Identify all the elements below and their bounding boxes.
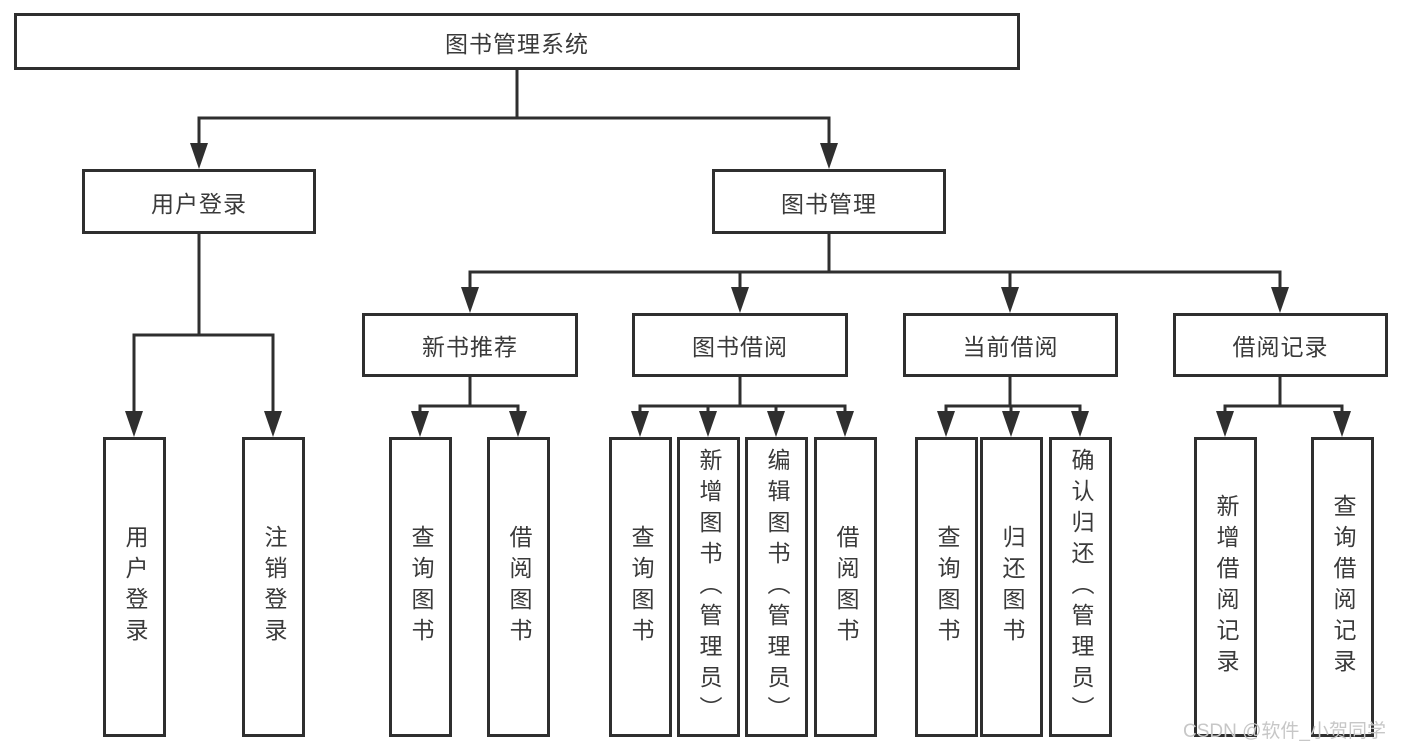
arrowhead bbox=[1002, 411, 1020, 437]
leaf-recommend-borrow-books-box: 借阅图书 bbox=[487, 437, 550, 737]
book-borrow-box: 图书借阅 bbox=[632, 313, 848, 377]
connector-user-login-to-leaves bbox=[125, 232, 282, 437]
connector-current-borrow-to-leaves bbox=[937, 375, 1089, 437]
user-login-box: 用户登录 bbox=[82, 169, 316, 234]
connector-book-borrow-to-leaves bbox=[631, 375, 854, 437]
arrowhead bbox=[125, 411, 143, 437]
arrowhead bbox=[937, 411, 955, 437]
arrowhead bbox=[767, 411, 785, 437]
arrowhead bbox=[836, 411, 854, 437]
arrowhead bbox=[411, 411, 429, 437]
root-box: 图书管理系统 bbox=[14, 13, 1020, 70]
arrowhead bbox=[731, 287, 749, 313]
leaf-current-return-books-box: 归还图书 bbox=[980, 437, 1043, 737]
leaf-borrow-add-books-box: 新增图书（管理员） bbox=[677, 437, 740, 737]
leaf-records-add-record-box: 新增借阅记录 bbox=[1194, 437, 1257, 737]
leaf-current-query-books-box: 查询图书 bbox=[915, 437, 978, 737]
leaf-recommend-query-books-box: 查询图书 bbox=[389, 437, 452, 737]
arrowhead bbox=[1071, 411, 1089, 437]
leaf-records-query-record-box: 查询借阅记录 bbox=[1311, 437, 1374, 737]
leaf-borrow-borrow-books-box: 借阅图书 bbox=[814, 437, 877, 737]
arrowhead bbox=[509, 411, 527, 437]
arrowhead bbox=[631, 411, 649, 437]
leaf-borrow-query-books-box: 查询图书 bbox=[609, 437, 672, 737]
book-management-box: 图书管理 bbox=[712, 169, 946, 234]
arrowhead bbox=[1001, 287, 1019, 313]
leaf-logout-box: 注销登录 bbox=[242, 437, 305, 737]
borrow-records-box: 借阅记录 bbox=[1173, 313, 1388, 377]
current-borrow-box: 当前借阅 bbox=[903, 313, 1118, 377]
connector-borrow-records-to-leaves bbox=[1216, 375, 1351, 437]
new-book-recommend-box: 新书推荐 bbox=[362, 313, 578, 377]
leaf-borrow-edit-books-box: 编辑图书（管理员） bbox=[745, 437, 808, 737]
arrowhead bbox=[1333, 411, 1351, 437]
arrowhead bbox=[190, 143, 208, 169]
arrowhead bbox=[461, 287, 479, 313]
connector-root-to-level2 bbox=[190, 67, 838, 169]
arrowhead bbox=[1216, 411, 1234, 437]
arrowhead bbox=[1271, 287, 1289, 313]
leaf-current-confirm-return-box: 确认归还（管理员） bbox=[1049, 437, 1112, 737]
connector-new-book-recommend-to-leaves bbox=[411, 375, 527, 437]
arrowhead bbox=[264, 411, 282, 437]
connector-book-management-to-level3 bbox=[461, 232, 1289, 313]
arrowhead bbox=[699, 411, 717, 437]
csdn-watermark: CSDN @软件_小贺同学 bbox=[1183, 721, 1386, 742]
leaf-user-login-box: 用户登录 bbox=[103, 437, 166, 737]
arrowhead bbox=[820, 143, 838, 169]
